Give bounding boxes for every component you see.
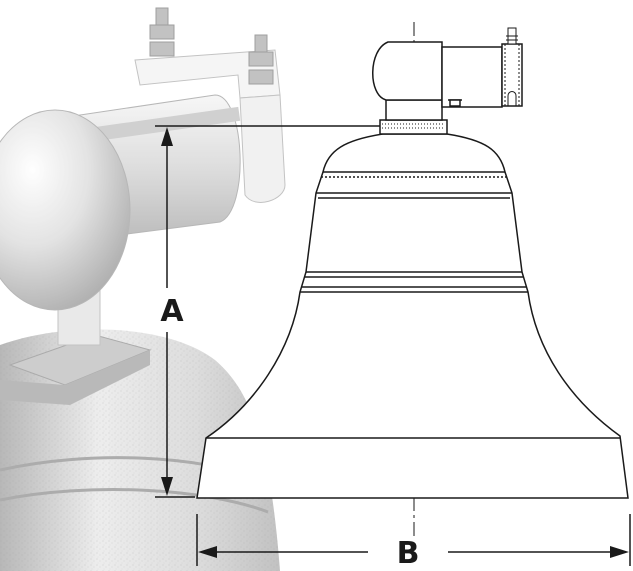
- bell-line-drawing: [196, 22, 629, 540]
- bell-neck: [385, 99, 443, 121]
- dimension-a: [155, 125, 380, 498]
- dimension-a-arrow-down: [161, 477, 173, 496]
- bell-crown-base: [379, 119, 448, 135]
- bell-photo-ball: [0, 109, 131, 311]
- bell-photo-bolts: [149, 7, 274, 85]
- dimension-b-arrow-right: [610, 546, 629, 558]
- dimension-b-arrow-left: [198, 546, 217, 558]
- bell-head: [372, 41, 443, 101]
- dimension-b-label: B: [397, 536, 420, 571]
- bell-photo-background: [0, 7, 286, 571]
- dimension-b: [196, 514, 631, 566]
- dimension-a-label: A: [160, 294, 184, 329]
- dimension-a-arrow-up: [161, 127, 173, 146]
- bell-arm: [441, 46, 503, 108]
